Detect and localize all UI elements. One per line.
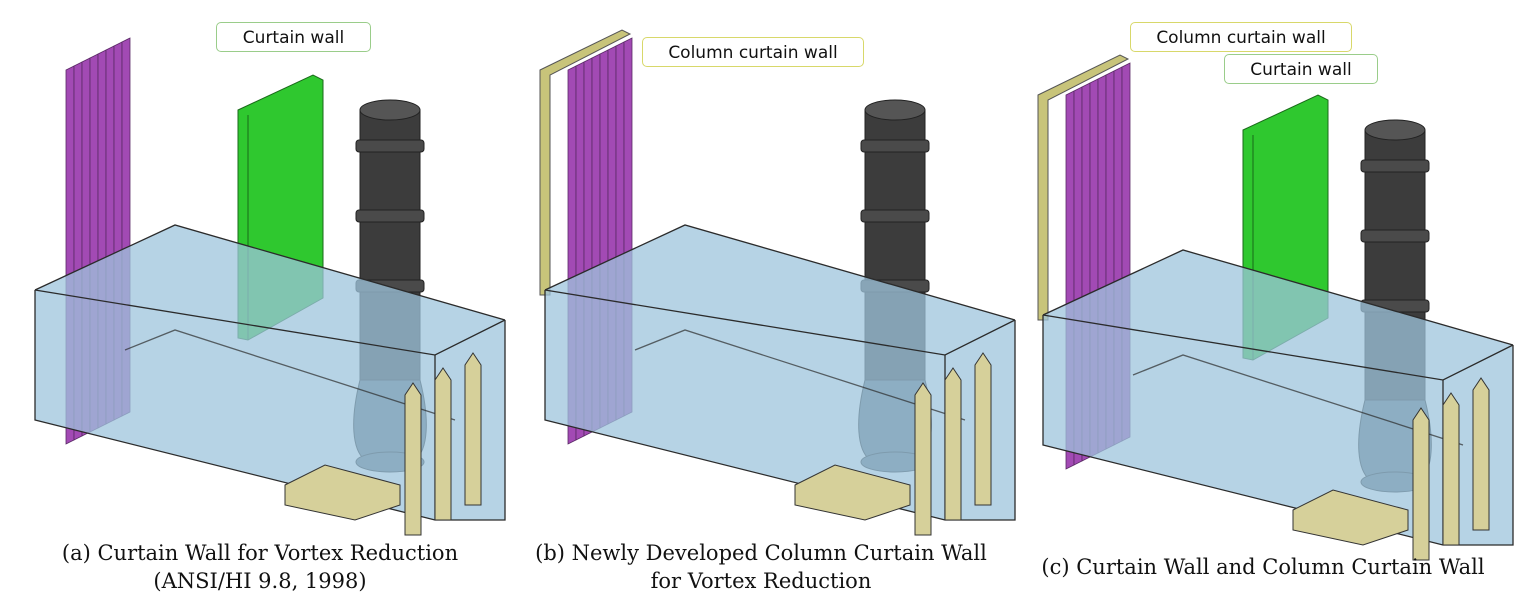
wall-splitter: [464, 352, 482, 506]
pump-top: [864, 99, 926, 121]
pump-flange: [1360, 159, 1430, 173]
tank-top-back-edge: [34, 224, 506, 321]
pump-flange: [355, 139, 425, 153]
caption-a-line-1: (a) Curtain Wall for Vortex Reduction: [61, 541, 459, 565]
panel-a-diagram: [34, 37, 506, 536]
wall-splitter: [944, 367, 962, 521]
tank-floor-edge: [1132, 354, 1464, 446]
wall-splitter: [1472, 377, 1490, 531]
tank-floor-edge: [634, 329, 966, 421]
panel-c-diagram: [1037, 54, 1514, 561]
caption-a: (a) Curtain Wall for Vortex Reduction (A…: [20, 539, 500, 595]
floor-splitter: [284, 464, 401, 521]
tank-floor-edge: [124, 329, 456, 421]
caption-a-line-2: (ANSI/HI 9.8, 1998): [153, 569, 367, 593]
floor-splitter: [794, 464, 911, 521]
tank-volume: [545, 225, 1015, 520]
wall-splitter: [914, 382, 932, 536]
tank-volume: [1043, 250, 1513, 545]
caption-c-line-1: (c) Curtain Wall and Column Curtain Wall: [1041, 555, 1485, 579]
wall-splitter: [1412, 407, 1430, 561]
pump-flange: [860, 209, 930, 223]
caption-b: (b) Newly Developed Column Curtain Wall …: [510, 539, 1012, 595]
floor-splitter: [1292, 489, 1409, 546]
wall-splitter: [1442, 392, 1460, 546]
wall-splitter: [974, 352, 992, 506]
caption-b-line-2: for Vortex Reduction: [650, 569, 872, 593]
column-curtain-plate: [1037, 54, 1130, 321]
column-curtain-plate: [539, 29, 632, 296]
caption-c: (c) Curtain Wall and Column Curtain Wall: [1012, 553, 1514, 581]
pump-flange: [1360, 229, 1430, 243]
label-curtain-wall-a: Curtain wall: [216, 22, 371, 52]
tank-top-back-edge: [1042, 249, 1514, 346]
tank-volume: [35, 225, 505, 520]
tank-top-back-edge: [544, 224, 1016, 321]
panel-b-diagram: [539, 29, 1016, 536]
label-curtain-wall-c: Curtain wall: [1224, 54, 1378, 84]
pump-flange: [355, 209, 425, 223]
wall-splitter: [404, 382, 422, 536]
label-column-curtain-wall-b: Column curtain wall: [642, 37, 864, 67]
caption-b-line-1: (b) Newly Developed Column Curtain Wall: [535, 541, 987, 565]
pump-top: [359, 99, 421, 121]
label-column-curtain-wall-c: Column curtain wall: [1130, 22, 1352, 52]
pump-flange: [860, 139, 930, 153]
pump-top: [1364, 119, 1426, 141]
wall-splitter: [434, 367, 452, 521]
